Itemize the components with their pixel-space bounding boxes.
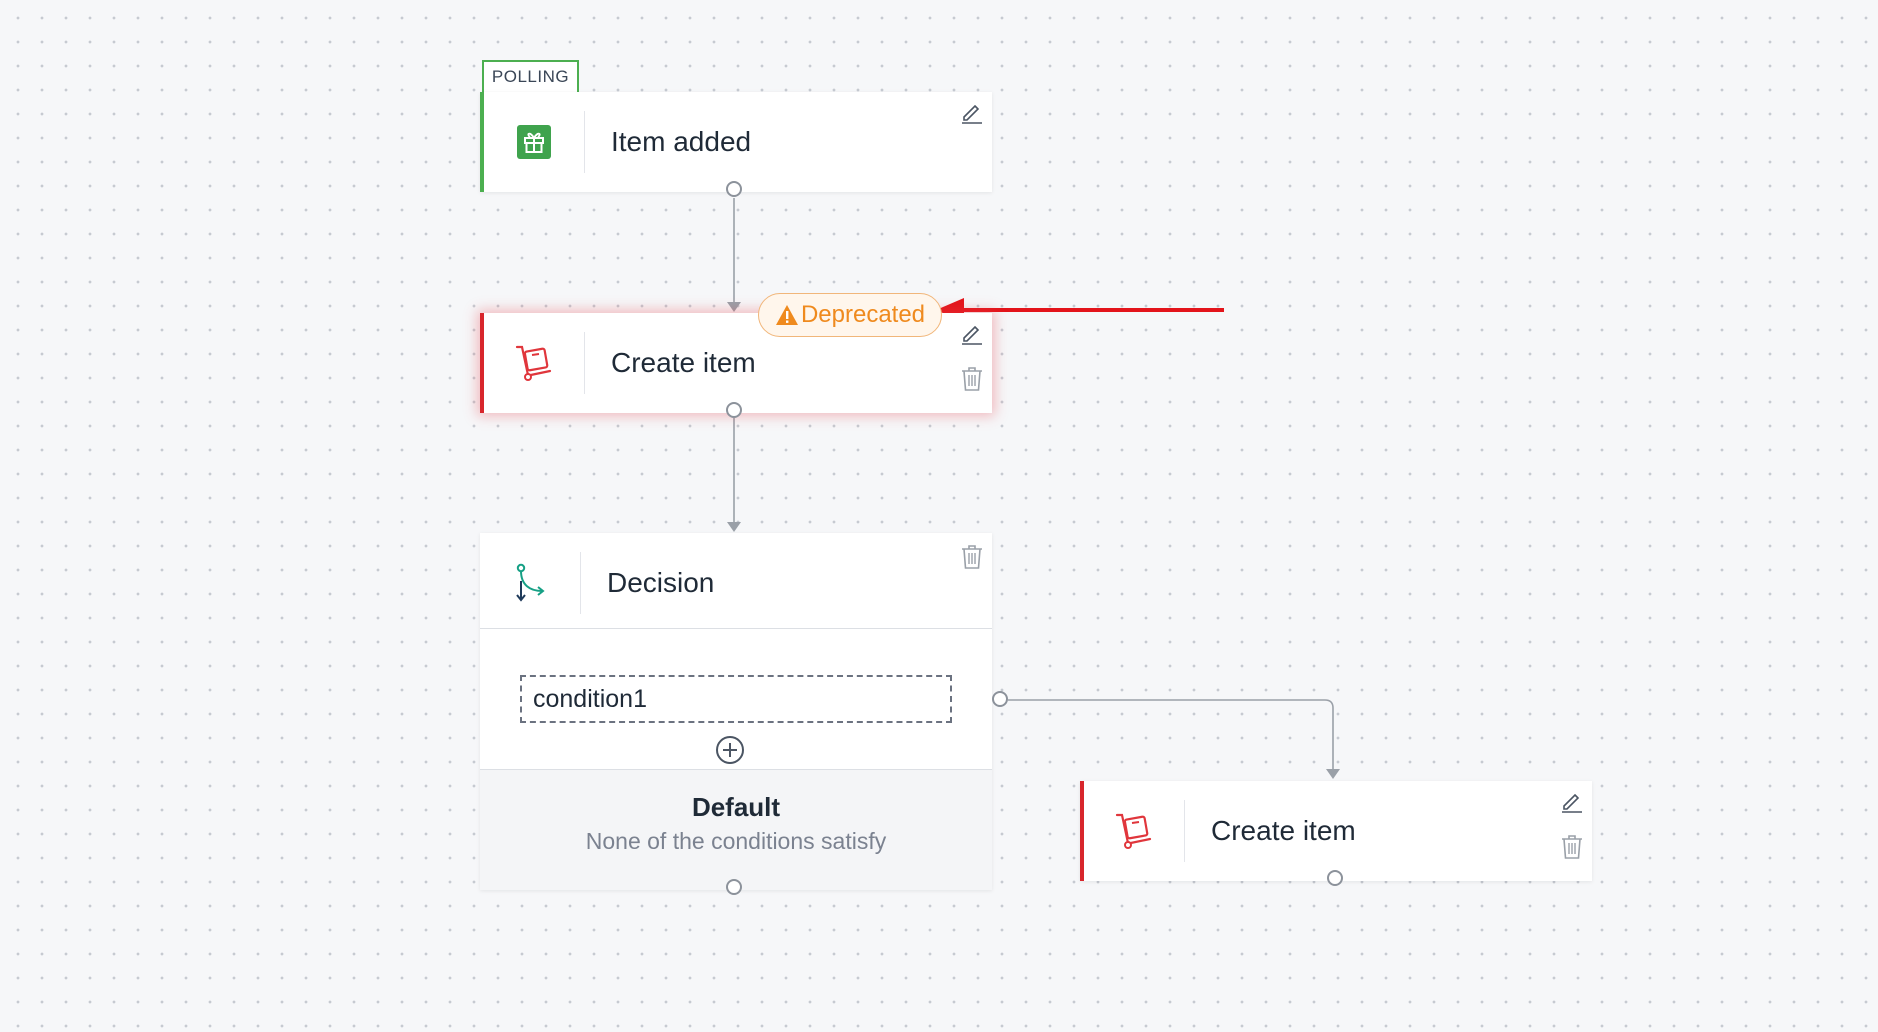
pencil-icon xyxy=(962,325,982,345)
default-output-port[interactable] xyxy=(726,879,742,895)
delete-button[interactable] xyxy=(958,543,986,571)
delete-button[interactable] xyxy=(958,365,986,393)
hand-truck-icon xyxy=(484,313,584,413)
hand-truck-icon xyxy=(1084,781,1184,881)
output-port[interactable] xyxy=(1327,870,1343,886)
output-port[interactable] xyxy=(726,181,742,197)
deprecated-badge: Deprecated xyxy=(758,293,942,337)
card-title: Decision xyxy=(607,567,715,598)
card-title: Create item xyxy=(1211,815,1356,846)
default-title: Default xyxy=(691,792,781,822)
output-port[interactable] xyxy=(726,402,742,418)
trigger-card-item-added[interactable]: Item added xyxy=(480,92,992,197)
trash-icon xyxy=(1562,835,1582,859)
edit-button[interactable] xyxy=(958,98,986,126)
card-title: Create item xyxy=(611,347,756,378)
default-branch-panel: Default None of the conditions satisfy xyxy=(480,770,992,890)
pencil-icon xyxy=(1562,793,1582,813)
card-separator xyxy=(584,111,585,173)
branch-arrow-icon xyxy=(480,533,580,633)
card-separator xyxy=(1184,800,1185,862)
condition-input[interactable]: condition1 xyxy=(520,675,952,723)
card-separator xyxy=(580,552,581,614)
add-condition-button[interactable] xyxy=(715,735,745,765)
gift-box-icon xyxy=(484,92,584,192)
edit-button[interactable] xyxy=(1558,787,1586,815)
default-divider xyxy=(480,769,992,770)
trash-icon xyxy=(962,545,982,569)
decision-header-divider xyxy=(480,628,992,629)
delete-button[interactable] xyxy=(1558,833,1586,861)
connector-condition-step2 xyxy=(1008,699,1334,771)
edit-button[interactable] xyxy=(958,319,986,347)
card-title: Item added xyxy=(611,126,752,157)
action-card-create-item-2[interactable]: Create item xyxy=(1080,781,1592,886)
polling-tag: POLLING xyxy=(482,60,579,92)
condition-output-port[interactable] xyxy=(992,691,1008,707)
plus-circle-icon xyxy=(716,736,744,764)
trash-icon xyxy=(962,367,982,391)
default-subtitle: None of the conditions satisfy xyxy=(585,828,887,854)
card-separator xyxy=(584,332,585,394)
deprecated-label: Deprecated xyxy=(800,301,926,328)
warning-triangle-icon xyxy=(775,305,798,325)
pencil-icon xyxy=(962,104,982,124)
